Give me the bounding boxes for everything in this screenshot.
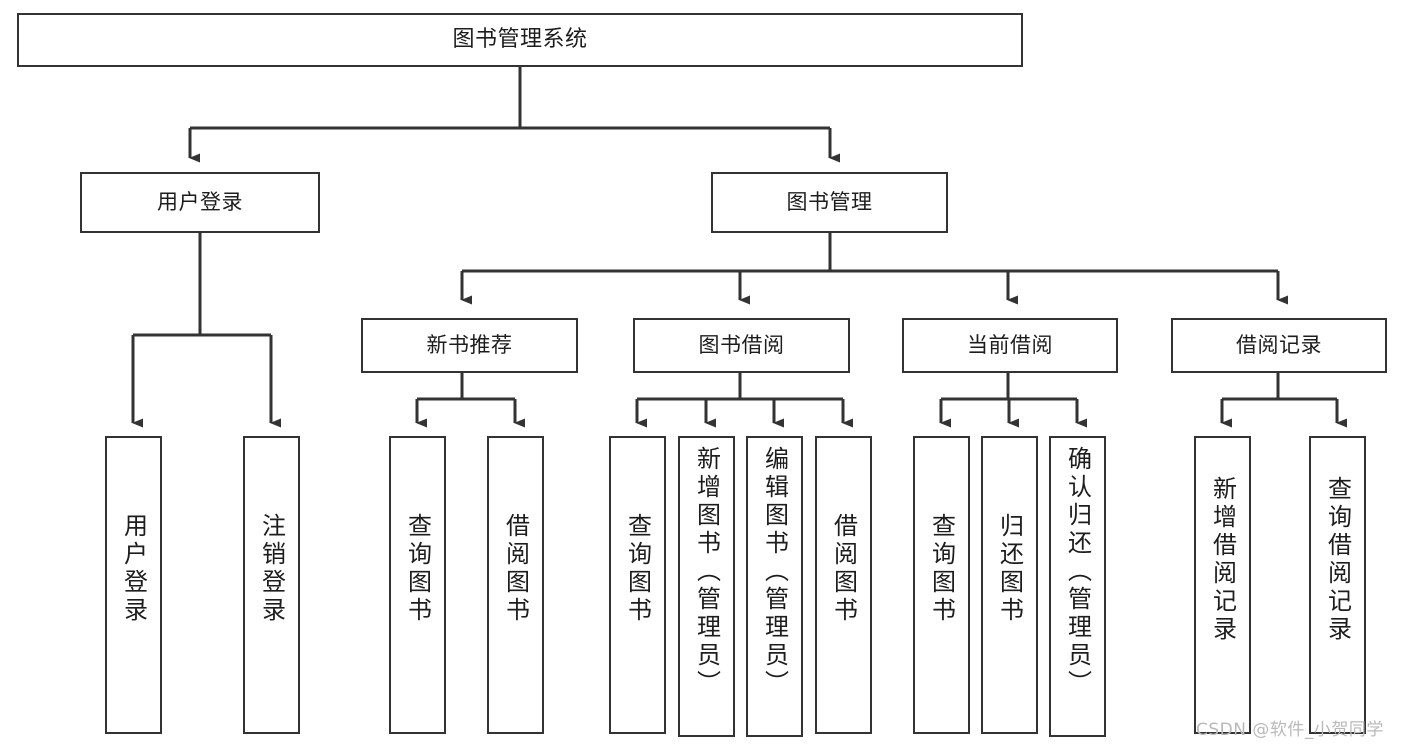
node-borrowing-record[interactable]: 借阅记录: [1171, 318, 1387, 373]
node-book-management[interactable]: 图书管理: [711, 172, 948, 233]
leaf-current-borrow-query-books[interactable]: 查询图书: [913, 436, 970, 734]
node-label: 当前借阅: [967, 332, 1053, 357]
node-label: 编辑图书（管理员）: [760, 446, 789, 698]
node-label: 新增图书（管理员）: [692, 446, 721, 698]
leaf-book-borrow-borrow-books[interactable]: 借阅图书: [815, 436, 872, 734]
node-book-borrowing[interactable]: 图书借阅: [633, 318, 850, 373]
node-label: 查询图书: [403, 513, 432, 625]
leaf-borrow-record-add-record[interactable]: 新增借阅记录: [1194, 436, 1251, 734]
node-root-book-management-system[interactable]: 图书管理系统: [17, 13, 1023, 67]
leaf-book-borrow-add-book-admin[interactable]: 新增图书（管理员）: [678, 436, 735, 737]
node-label: 查询借阅记录: [1323, 476, 1352, 644]
node-label: 查询图书: [927, 513, 956, 625]
leaf-new-book-borrow-books[interactable]: 借阅图书: [487, 436, 544, 734]
node-label: 借阅记录: [1236, 332, 1322, 357]
node-label: 新书推荐: [426, 332, 513, 357]
csdn-watermark: CSDN @软件_小贺同学: [1196, 720, 1384, 740]
node-label: 图书管理系统: [452, 26, 588, 52]
node-label: 图书管理: [786, 189, 873, 214]
leaf-user-login-login[interactable]: 用户登录: [105, 436, 162, 734]
leaf-borrow-record-query-record[interactable]: 查询借阅记录: [1309, 436, 1366, 734]
node-label: 注销登录: [257, 513, 286, 625]
node-label: 查询图书: [623, 513, 652, 625]
node-label: 借阅图书: [829, 513, 858, 625]
node-label: 借阅图书: [501, 513, 530, 625]
leaf-user-login-logout[interactable]: 注销登录: [243, 436, 300, 734]
leaf-new-book-query-books[interactable]: 查询图书: [389, 436, 446, 734]
node-new-book-recommendation[interactable]: 新书推荐: [361, 318, 578, 373]
node-label: 图书借阅: [698, 332, 785, 357]
node-label: 用户登录: [157, 189, 243, 214]
node-label: 新增借阅记录: [1208, 476, 1237, 644]
node-user-login[interactable]: 用户登录: [80, 172, 320, 233]
leaf-current-borrow-return-books[interactable]: 归还图书: [981, 436, 1038, 734]
node-current-borrowing[interactable]: 当前借阅: [902, 318, 1118, 373]
node-label: 用户登录: [119, 513, 148, 625]
leaf-current-borrow-confirm-return-admin[interactable]: 确认归还（管理员）: [1049, 436, 1106, 737]
node-label: 归还图书: [995, 513, 1024, 625]
leaf-book-borrow-query-books[interactable]: 查询图书: [609, 436, 666, 734]
node-label: 确认归还（管理员）: [1063, 446, 1092, 698]
leaf-book-borrow-edit-book-admin[interactable]: 编辑图书（管理员）: [746, 436, 803, 737]
